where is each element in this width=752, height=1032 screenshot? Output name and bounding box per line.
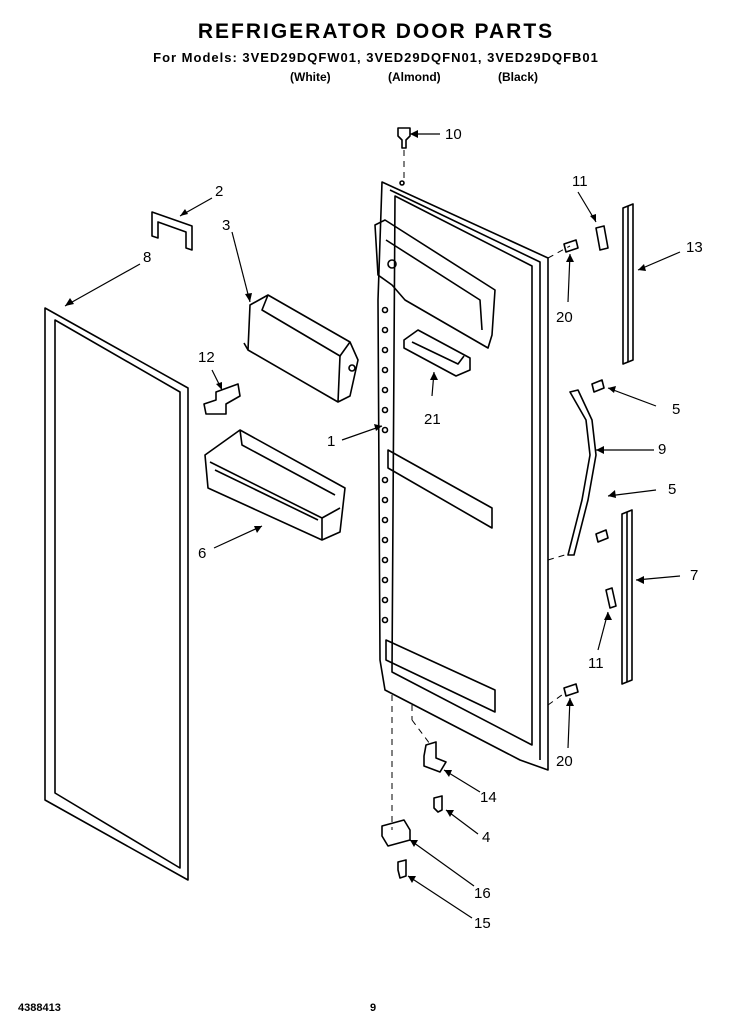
callout-9: 9 xyxy=(658,441,666,458)
document-number: 4388413 xyxy=(18,1002,61,1014)
hinge-pin xyxy=(423,741,447,773)
trim-screw-upper xyxy=(563,239,579,253)
page-number: 9 xyxy=(370,1002,377,1014)
callout-11-upper: 11 xyxy=(572,173,588,190)
handle-clip-upper xyxy=(595,225,609,251)
callout-6: 6 xyxy=(198,545,206,562)
callout-5-lower: 5 xyxy=(668,481,676,498)
small-tray xyxy=(403,329,471,377)
callout-1: 1 xyxy=(327,433,335,450)
callout-3: 3 xyxy=(222,217,230,234)
callout-20-lower: 20 xyxy=(556,753,573,770)
callout-20-upper: 20 xyxy=(556,309,573,326)
handle-clip-lower xyxy=(605,587,617,609)
callout-10: 10 xyxy=(445,126,462,143)
page-title: REFRIGERATOR DOOR PARTS xyxy=(197,20,555,43)
door-liner xyxy=(374,180,549,771)
callout-11-lower: 11 xyxy=(588,655,604,672)
hinge-bracket xyxy=(381,819,411,847)
models-line: For Models: 3VED29DQFW01, 3VED29DQFN01, … xyxy=(153,50,599,65)
callout-16: 16 xyxy=(474,885,491,902)
callout-8: 8 xyxy=(143,249,151,266)
variant-white: (White) xyxy=(290,70,331,84)
callout-2: 2 xyxy=(215,183,223,200)
callout-12: 12 xyxy=(198,349,215,366)
handle-screw-upper xyxy=(591,379,605,393)
bracket-part xyxy=(151,211,193,251)
bottom-screw xyxy=(397,859,407,879)
hinge-screw xyxy=(433,795,443,813)
top-screw xyxy=(397,127,411,149)
callout-13: 13 xyxy=(686,239,703,256)
trim-strip-upper xyxy=(622,203,634,365)
callout-7: 7 xyxy=(690,567,698,584)
clip-part xyxy=(203,383,241,415)
variant-almond: (Almond) xyxy=(388,70,441,84)
shelf-adjustment-holes xyxy=(381,306,389,624)
door-bin xyxy=(204,429,346,541)
door-handle xyxy=(567,389,597,556)
dairy-compartment-door xyxy=(243,294,359,403)
trim-screw-lower xyxy=(563,683,579,697)
variant-black: (Black) xyxy=(498,70,539,84)
handle-screw-lower xyxy=(595,529,609,543)
callout-15: 15 xyxy=(474,915,491,932)
callout-21: 21 xyxy=(424,411,441,428)
door-gasket xyxy=(44,307,189,881)
callout-14: 14 xyxy=(480,789,497,806)
callout-5-upper: 5 xyxy=(672,401,680,418)
trim-strip-lower xyxy=(621,509,633,685)
callout-4: 4 xyxy=(482,829,490,846)
